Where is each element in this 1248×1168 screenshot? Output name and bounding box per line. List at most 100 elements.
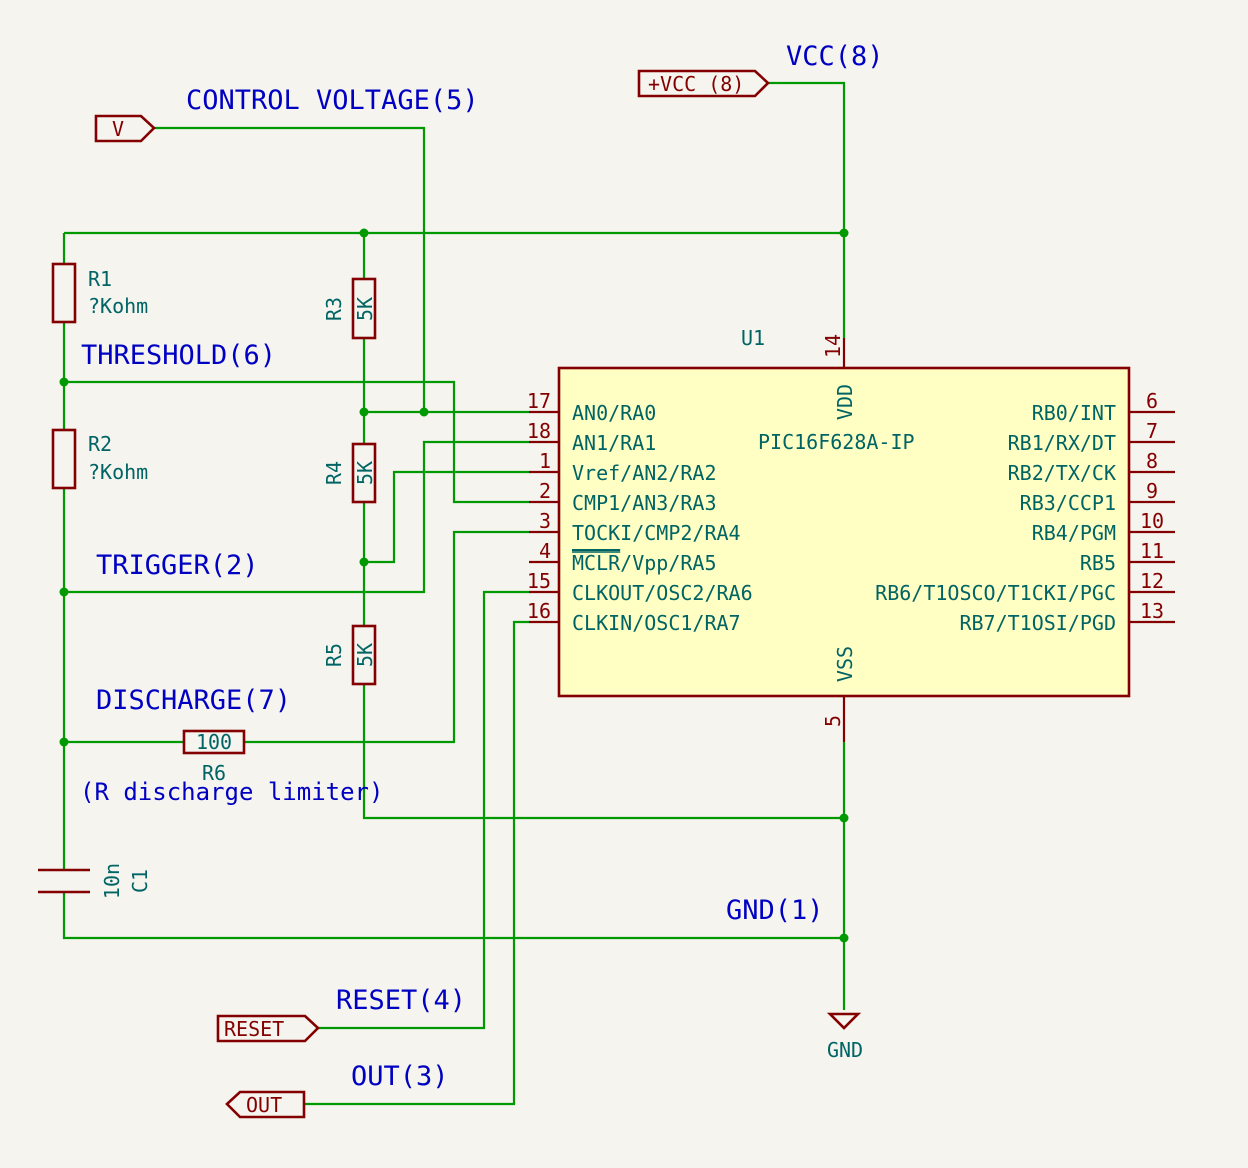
global-label-vcc[interactable]: +VCC (8): [637, 69, 770, 98]
pin-number: 9: [1146, 479, 1158, 503]
junction-dot: [419, 407, 429, 417]
pin-number: 10: [1140, 509, 1164, 533]
pin-number: 4: [539, 539, 551, 563]
global-label-out[interactable]: OUT: [225, 1090, 306, 1119]
r4-ref: R4: [322, 461, 346, 485]
pin-num-vdd: 14: [821, 334, 845, 358]
net-label-discharge: DISCHARGE(7): [96, 685, 291, 716]
global-label-v[interactable]: V: [94, 114, 156, 143]
pin-name: AN1/RA1: [572, 431, 656, 455]
pin-number: 16: [527, 599, 551, 623]
junction-dot: [359, 228, 369, 238]
pin-number: 6: [1146, 389, 1158, 413]
net-label-reset: RESET(4): [336, 985, 466, 1016]
wire-r5-gnd: [362, 684, 844, 820]
resistor-r2[interactable]: R2 ?Kohm: [51, 428, 148, 490]
junction-dot: [839, 228, 849, 238]
pin-number: 12: [1140, 569, 1164, 593]
c1-value: 10n: [100, 863, 124, 899]
r2-ref: R2: [88, 432, 112, 456]
junction-dot: [359, 557, 369, 567]
capacitor-c1[interactable]: 10n C1: [38, 863, 152, 899]
global-label-reset-text: RESET: [224, 1017, 284, 1041]
pin-name: RB4/PGM: [1032, 521, 1116, 545]
r6-value: 100: [196, 730, 232, 754]
r2-value: ?Kohm: [88, 460, 148, 484]
pin-name-rest: /Vpp/RA5: [620, 551, 716, 575]
junction-dot: [59, 587, 69, 597]
wire-reset: [318, 590, 529, 1030]
pin-number: 13: [1140, 599, 1164, 623]
pin-name: RB0/INT: [1032, 401, 1116, 425]
global-label-vcc-text: +VCC (8): [648, 72, 744, 96]
pin-number: 2: [539, 479, 551, 503]
pin-name: MCLR/Vpp/RA5: [572, 551, 717, 575]
resistor-r1[interactable]: R1 ?Kohm: [51, 262, 148, 324]
r1-ref: R1: [88, 267, 112, 291]
chip-right-pins: 6RB0/INT7RB1/RX/DT8RB2/TX/CK9RB3/CCP110R…: [875, 389, 1175, 635]
junction-dot: [59, 377, 69, 387]
global-label-reset[interactable]: RESET: [216, 1014, 320, 1043]
pin-number: 1: [539, 449, 551, 473]
pin-name: RB3/CCP1: [1020, 491, 1116, 515]
pin-name-vss: VSS: [833, 646, 857, 682]
resistor-r5[interactable]: 5K R5: [322, 624, 377, 686]
pin-number: 7: [1146, 419, 1158, 443]
pin-number: 17: [527, 389, 551, 413]
r4-value: 5K: [353, 461, 377, 485]
r3-value: 5K: [353, 297, 377, 321]
pin-number: 15: [527, 569, 551, 593]
wire-control-voltage: [154, 126, 426, 412]
pin-name: RB5: [1080, 551, 1116, 575]
pin-number: 3: [539, 509, 551, 533]
wire-trigger: [64, 440, 529, 594]
r1-value: ?Kohm: [88, 294, 148, 318]
net-label-out: OUT(3): [351, 1061, 449, 1092]
junction-dot: [839, 933, 849, 943]
junction-dot: [359, 407, 369, 417]
pin-number: 11: [1140, 539, 1164, 563]
wires: [62, 81, 846, 1106]
pin-name: AN0/RA0: [572, 401, 656, 425]
c1-ref: C1: [128, 869, 152, 893]
r6-ref: R6: [202, 761, 226, 785]
pin-name: Vref/AN2/RA2: [572, 461, 717, 485]
wire-vref: [364, 470, 529, 564]
net-label-threshold: THRESHOLD(6): [81, 340, 276, 371]
pin-name: CMP1/AN3/RA3: [572, 491, 717, 515]
wire-discharge-right: [244, 530, 529, 744]
junction-dot: [59, 737, 69, 747]
pin-number: 8: [1146, 449, 1158, 473]
wire-out: [304, 620, 529, 1106]
resistor-r6[interactable]: 100 R6 (R discharge limiter): [80, 729, 383, 806]
wire-vcc-riser: [768, 81, 846, 338]
pin-name: CLKIN/OSC1/RA7: [572, 611, 741, 635]
pin-name: RB6/T1OSCO/T1CKI/PGC: [875, 581, 1116, 605]
r3-ref: R3: [322, 297, 346, 321]
resistor-r3[interactable]: 5K R3: [322, 277, 377, 340]
gnd-symbol-label: GND: [827, 1038, 863, 1062]
pin-name: RB7/T1OSI/PGD: [959, 611, 1116, 635]
pin-name-overbar: MCLR: [572, 551, 621, 575]
resistor-r4[interactable]: 5K R4: [322, 442, 377, 504]
global-label-v-text: V: [112, 117, 124, 141]
gnd-symbol[interactable]: GND: [826, 1012, 863, 1062]
